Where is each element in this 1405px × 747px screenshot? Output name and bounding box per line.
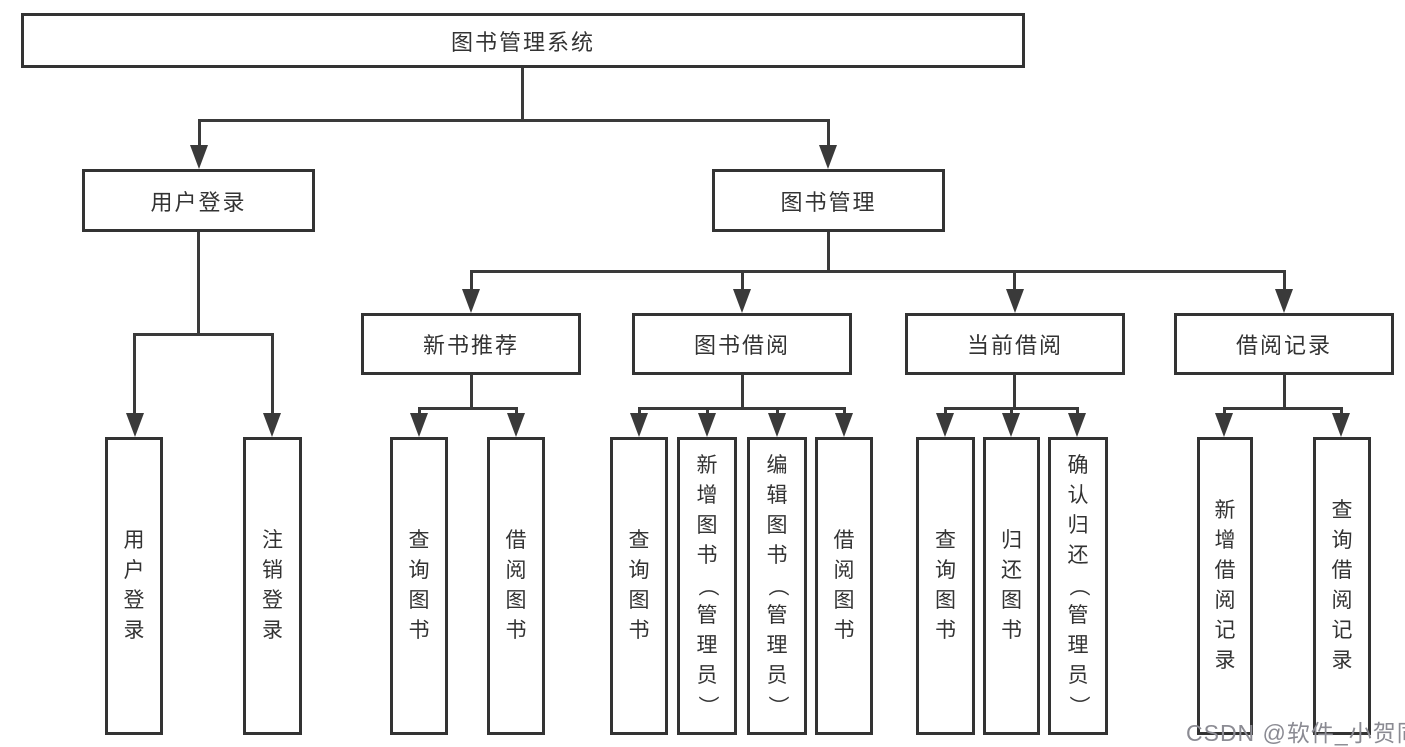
node-current-borrow: 当前借阅: [905, 313, 1125, 375]
arrowhead-down-icon: [1006, 289, 1024, 313]
leaf-borrow-books-2: 借阅图书: [815, 437, 873, 735]
leaf-edit-books-admin: 编辑图书（管理员）: [747, 437, 807, 735]
node-new-book-recommend: 新书推荐: [361, 313, 581, 375]
arrowhead-down-icon: [936, 413, 954, 437]
connector-line: [470, 270, 1286, 273]
connector-line: [197, 232, 200, 334]
connector-line: [1013, 374, 1016, 410]
arrowhead-down-icon: [1002, 413, 1020, 437]
leaf-return-books: 归还图书: [983, 437, 1040, 735]
connector-line: [741, 270, 744, 292]
connector-line: [133, 333, 136, 415]
arrowhead-down-icon: [768, 413, 786, 437]
arrowhead-down-icon: [835, 413, 853, 437]
arrowhead-down-icon: [190, 145, 208, 169]
arrowhead-down-icon: [1332, 413, 1350, 437]
connector-line: [1340, 407, 1343, 417]
arrowhead-down-icon: [507, 413, 525, 437]
arrowhead-down-icon: [410, 413, 428, 437]
arrowhead-down-icon: [1215, 413, 1233, 437]
arrowhead-down-icon: [126, 413, 144, 437]
leaf-add-books-admin: 新增图书（管理员）: [677, 437, 737, 735]
connector-line: [515, 407, 518, 417]
connector-line: [1076, 407, 1079, 417]
connector-line: [776, 407, 779, 417]
watermark: CSDN @软件_小贺同学: [1186, 714, 1405, 747]
connector-line: [1223, 407, 1226, 417]
connector-line: [1010, 407, 1013, 417]
node-root: 图书管理系统: [21, 13, 1025, 68]
leaf-query-books-1: 查询图书: [390, 437, 448, 735]
connector-line: [271, 333, 274, 415]
connector-line: [133, 333, 274, 336]
leaf-user-login: 用户登录: [105, 437, 163, 735]
arrowhead-down-icon: [1275, 289, 1293, 313]
node-user-login: 用户登录: [82, 169, 315, 232]
arrowhead-down-icon: [263, 413, 281, 437]
watermark-text: CSDN @软件_小贺同: [1186, 720, 1405, 746]
connector-line: [944, 407, 947, 417]
leaf-confirm-return-admin: 确认归还（管理员）: [1048, 437, 1108, 735]
leaf-logout: 注销登录: [243, 437, 302, 735]
connector-line: [470, 374, 473, 410]
arrowhead-down-icon: [819, 145, 837, 169]
leaf-add-borrow-record: 新增借阅记录: [1197, 437, 1253, 735]
connector-line: [1223, 407, 1343, 410]
connector-line: [843, 407, 846, 417]
connector-line: [1013, 270, 1016, 292]
arrowhead-down-icon: [630, 413, 648, 437]
leaf-query-books-2: 查询图书: [610, 437, 668, 735]
node-book-management: 图书管理: [712, 169, 945, 232]
connector-line: [741, 374, 744, 410]
connector-line: [198, 119, 201, 149]
connector-line: [198, 119, 830, 122]
node-borrow-records: 借阅记录: [1174, 313, 1394, 375]
connector-line: [638, 407, 845, 410]
arrowhead-down-icon: [1068, 413, 1086, 437]
connector-line: [706, 407, 709, 417]
connector-line: [418, 407, 518, 410]
connector-line: [827, 232, 830, 272]
connector-line: [521, 68, 524, 122]
arrowhead-down-icon: [698, 413, 716, 437]
leaf-query-borrow-record: 查询借阅记录: [1313, 437, 1371, 735]
connector-line: [418, 407, 421, 417]
connector-line: [1283, 374, 1286, 410]
connector-line: [1283, 270, 1286, 292]
arrowhead-down-icon: [733, 289, 751, 313]
connector-line: [638, 407, 641, 417]
leaf-query-books-3: 查询图书: [916, 437, 975, 735]
arrowhead-down-icon: [462, 289, 480, 313]
connector-line: [827, 119, 830, 149]
node-book-borrow: 图书借阅: [632, 313, 852, 375]
connector-line: [470, 270, 473, 292]
leaf-borrow-books-1: 借阅图书: [487, 437, 545, 735]
